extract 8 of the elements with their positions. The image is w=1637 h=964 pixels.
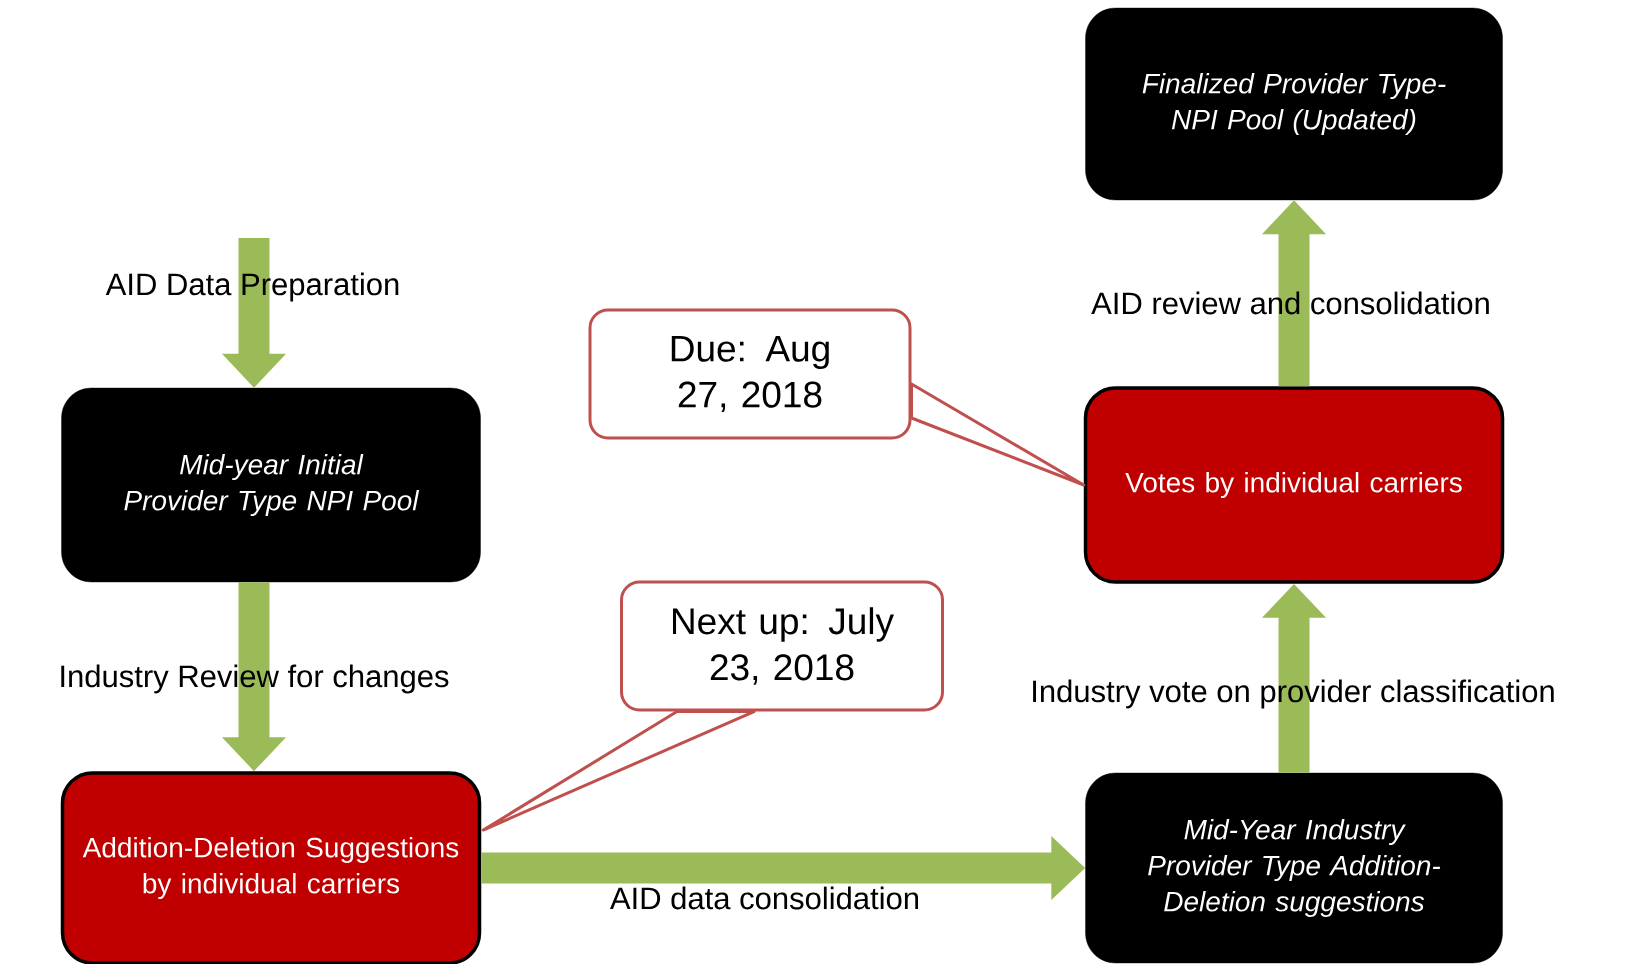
callout-box: Next up: July 23, 2018 [620, 580, 944, 712]
callout-box: Due: Aug 27, 2018 [588, 308, 912, 440]
process-box: Finalized Provider Type-NPI Pool (Updated) [1085, 7, 1503, 201]
process-box: Mid-Year Industry Provider Type Addition-Deletion suggestions [1085, 772, 1503, 964]
process-box: Votes by individual carriers [1083, 386, 1505, 584]
process-box: Addition-Deletion Suggestions by individual carriers [60, 771, 482, 964]
edge-label: AID data consolidation [609, 886, 919, 910]
process-box: Mid-year Initial Provider Type NPI Pool [61, 387, 481, 583]
